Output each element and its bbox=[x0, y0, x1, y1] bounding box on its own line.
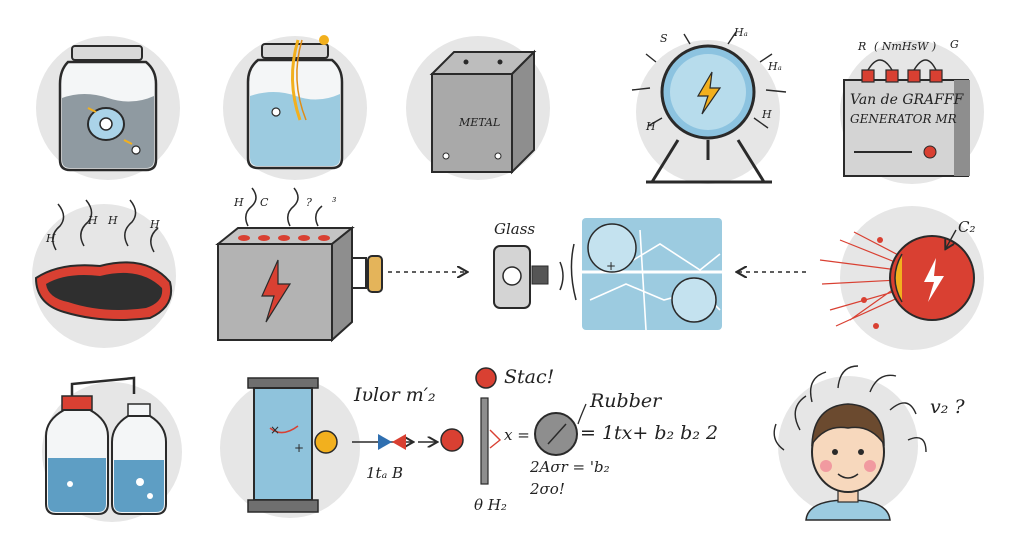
blanket-h-label-2: H bbox=[88, 214, 98, 227]
charged-blanket-icon bbox=[32, 199, 176, 348]
box-top-label-c: C bbox=[260, 196, 269, 209]
van-de-graaff-box-icon bbox=[840, 40, 984, 184]
box-top-label-h: H bbox=[234, 196, 244, 209]
sphere-label-5: Hₐ bbox=[768, 60, 782, 73]
equation-line2: 2Aσr = 'b₂ bbox=[530, 458, 610, 476]
glass-socket-icon bbox=[493, 245, 564, 309]
cracked-glass-panel-icon: + bbox=[570, 218, 722, 331]
vdg-top-label-r: R bbox=[858, 40, 867, 53]
formula-top: Iυlor m′₂ bbox=[354, 384, 436, 406]
red-eye-icon bbox=[819, 206, 984, 350]
bowtie-connector-icon bbox=[352, 434, 436, 450]
red-charge-icon bbox=[440, 428, 464, 452]
jar-with-water-icon bbox=[223, 35, 367, 180]
sphere-label-4: H bbox=[762, 108, 772, 121]
charged-hair-face-icon bbox=[773, 365, 927, 521]
svg-text:×: × bbox=[270, 423, 280, 437]
eye-label: C₂ bbox=[958, 218, 976, 236]
jar-with-cell-icon bbox=[36, 36, 180, 180]
vdg-title-line1: Van de GRAFFF bbox=[850, 92, 964, 108]
rod-icon bbox=[480, 397, 489, 485]
sphere-label-2: Hₐ bbox=[734, 26, 748, 39]
heated-box-icon bbox=[215, 187, 383, 343]
static-label: Stac! bbox=[504, 366, 555, 388]
rod-sublabel: θ H₂ bbox=[474, 496, 507, 514]
vdg-top-label-g: G bbox=[950, 38, 959, 51]
rubber-label: Rubber bbox=[590, 390, 662, 412]
blanket-h-label-3: H bbox=[108, 214, 118, 227]
metal-label: METAL bbox=[459, 116, 501, 129]
sphere-label-3: H bbox=[646, 120, 656, 133]
svg-text:+: + bbox=[606, 259, 616, 273]
vdg-top-label-mid: ( NmHsW ) bbox=[874, 40, 937, 53]
equation-line3: 2σo! bbox=[530, 480, 565, 498]
equation-x: x = bbox=[504, 426, 530, 444]
svg-text:+: + bbox=[294, 441, 304, 455]
glass-label: Glass bbox=[494, 220, 536, 238]
static-charge-icon bbox=[475, 367, 497, 389]
face-label: v₂ ? bbox=[930, 396, 965, 418]
blanket-h-label-4: H bbox=[150, 218, 160, 231]
box-top-label-3: ₃ bbox=[332, 192, 337, 205]
blanket-h-label-1: H bbox=[46, 232, 56, 245]
two-bottles-icon bbox=[42, 376, 182, 522]
sphere-label-1: S bbox=[660, 32, 668, 45]
plasma-sphere-icon bbox=[631, 31, 787, 184]
formula-bottom: 1tₐ B bbox=[366, 464, 403, 482]
box-top-label-q: ? bbox=[306, 196, 312, 209]
metal-block-icon bbox=[406, 36, 550, 180]
vacuum-tube-icon: × + bbox=[220, 377, 360, 518]
equation-right: = 1tx+ b₂ b₂ 2 bbox=[580, 422, 719, 444]
vdg-title-line2: GENERATOR MR bbox=[850, 112, 957, 126]
